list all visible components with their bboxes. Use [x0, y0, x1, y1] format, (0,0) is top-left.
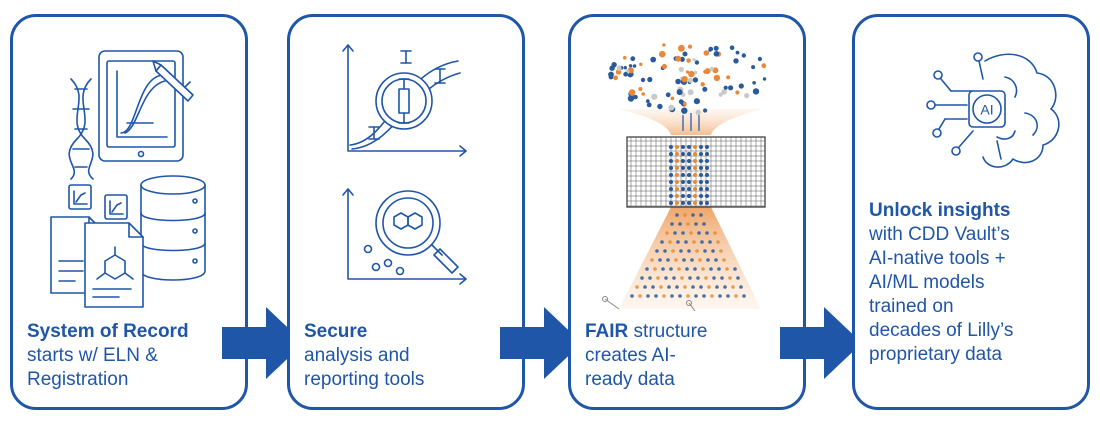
step-line-7: proprietary data — [869, 344, 1003, 365]
flow-arrow-2 — [500, 307, 582, 379]
magnifier-molecule-icon — [375, 190, 459, 274]
card1-illustration — [50, 50, 206, 308]
scatter-chart-icon — [342, 188, 467, 285]
molecule-icon — [84, 222, 144, 308]
step-heading: Unlock insights — [869, 200, 1011, 221]
card3-illustration — [602, 43, 767, 312]
ai-chip-label: AI — [980, 102, 993, 118]
card4-illustration: AI — [926, 52, 1060, 168]
flow-arrow-3 — [780, 307, 862, 379]
step-caption: Unlock insights with CDD Vault’s AI-nati… — [869, 199, 1079, 367]
data-funnel-icon — [602, 43, 767, 312]
step-line-3: AI-native tools + — [869, 248, 1006, 269]
step-line-3: Registration — [27, 369, 129, 390]
step-caption: System of Record starts w/ ELN & Registr… — [27, 320, 235, 392]
step-card-fair: FAIR structure creates AI- ready data — [568, 14, 806, 410]
mini-chart-icon — [68, 184, 128, 220]
flow-arrow-1 — [222, 307, 304, 379]
step-line-2: analysis and — [304, 345, 410, 366]
step-line-3: ready data — [585, 369, 675, 390]
step-line-2: with CDD Vault’s — [869, 224, 1010, 245]
step-line-3: reporting tools — [304, 369, 425, 390]
dna-icon — [68, 78, 94, 180]
ai-brain-icon: AI — [926, 52, 1060, 168]
curve-chart-icon — [342, 44, 467, 157]
step-card-secure: Secure analysis and reporting tools — [287, 14, 525, 410]
card2-illustration — [342, 44, 467, 285]
grid-icon — [626, 136, 766, 208]
tablet-chart-icon — [98, 50, 184, 162]
step-heading: Secure — [304, 321, 368, 342]
step-heading: FAIR — [585, 321, 629, 342]
step-heading: System of Record — [27, 321, 189, 342]
pen-icon — [152, 60, 194, 102]
step-caption: FAIR structure creates AI- ready data — [585, 320, 793, 392]
step-caption: Secure analysis and reporting tools — [304, 320, 512, 392]
step-line-4: AI/ML models — [869, 272, 985, 293]
step-card-system-of-record: System of Record starts w/ ELN & Registr… — [10, 14, 248, 410]
step-line-6: decades of Lilly’s — [869, 320, 1014, 341]
step-line-2: starts w/ ELN & — [27, 345, 158, 366]
database-icon — [140, 175, 206, 281]
step-card-unlock-insights: AI Unlock insights with CDD Vault’s AI-n… — [852, 14, 1090, 410]
step-line-5: trained on — [869, 296, 954, 317]
step-line-2: creates AI- — [585, 345, 676, 366]
step-heading-rest: structure — [628, 321, 708, 342]
